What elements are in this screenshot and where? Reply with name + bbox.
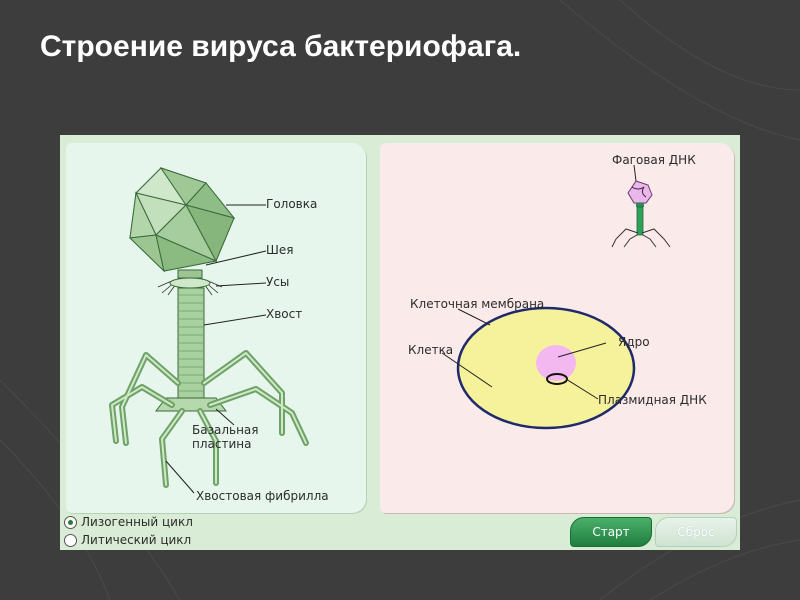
slide-title: Строение вируса бактериофага. bbox=[40, 30, 521, 64]
label-head: Головка bbox=[266, 197, 317, 211]
phage-tail-shape bbox=[178, 288, 204, 398]
label-tail: Хвост bbox=[266, 307, 302, 321]
start-button[interactable]: Старт bbox=[570, 517, 652, 547]
label-nucleus: Ядро bbox=[618, 335, 650, 349]
option-lysogenic[interactable]: Лизогенный цикл bbox=[64, 515, 193, 529]
option-lytic-label: Литический цикл bbox=[81, 533, 191, 547]
phage-neck-shape bbox=[178, 270, 202, 278]
label-membrane: Клеточная мембрана bbox=[410, 297, 544, 311]
label-base-plate-line1: Базальная bbox=[192, 423, 258, 437]
infection-scene-drawing bbox=[380, 143, 734, 513]
infection-scene-card: Фаговая ДНК Клеточная мембрана Клетка Яд… bbox=[380, 143, 734, 513]
nucleus-shape bbox=[536, 345, 576, 381]
label-base-plate-line2: пластина bbox=[192, 437, 251, 451]
label-plasmid: Плазмидная ДНК bbox=[598, 393, 707, 407]
option-lytic[interactable]: Литический цикл bbox=[64, 533, 191, 547]
label-cell: Клетка bbox=[408, 343, 453, 357]
radio-lysogenic[interactable] bbox=[64, 516, 77, 529]
label-tail-fiber: Хвостовая фибрилла bbox=[196, 489, 329, 503]
small-phage-shape bbox=[612, 181, 670, 247]
reset-button[interactable]: Сброс bbox=[655, 517, 737, 547]
label-phage-dna: Фаговая ДНК bbox=[612, 153, 696, 167]
phage-head-shape bbox=[130, 168, 234, 271]
phage-structure-drawing bbox=[66, 143, 366, 513]
phage-tail-fibers-shape bbox=[112, 353, 306, 485]
label-whiskers: Усы bbox=[266, 275, 289, 289]
phage-structure-card: Головка Шея Усы Хвост Базальная пластина… bbox=[66, 143, 366, 513]
radio-lytic[interactable] bbox=[64, 534, 77, 547]
animation-panel: Головка Шея Усы Хвост Базальная пластина… bbox=[60, 135, 740, 550]
option-lysogenic-label: Лизогенный цикл bbox=[81, 515, 193, 529]
label-neck: Шея bbox=[266, 243, 293, 257]
